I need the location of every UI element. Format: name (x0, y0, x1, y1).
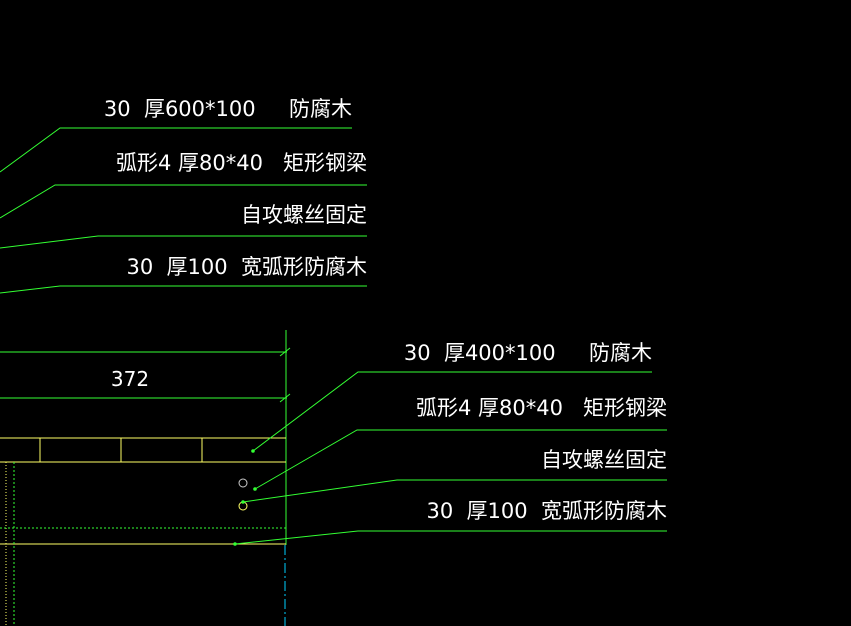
leader-line-top-3 (0, 235, 367, 249)
callout-group-top: 30 厚600*100 防腐木 弧形4 厚80*40 矩形钢梁 自攻螺丝固定 3… (0, 97, 367, 294)
callout-group-bottom: 30 厚400*100 防腐木 弧形4 厚80*40 矩形钢梁 自攻螺丝固定 3… (233, 341, 667, 546)
steel-beam (0, 462, 286, 626)
leader-dot-2 (253, 487, 257, 491)
dimension-tick-lower (279, 393, 291, 403)
leader-dot-1 (251, 449, 255, 453)
dimension-value: 372 (111, 367, 149, 391)
callout-bottom-3: 自攻螺丝固定 (541, 448, 667, 472)
callout-top-1: 30 厚600*100 防腐木 (104, 97, 352, 121)
leader-line-bottom-3 (242, 479, 667, 503)
leader-lines-bottom (234, 371, 667, 545)
leader-line-top-4 (0, 285, 367, 294)
callout-top-4: 30 厚100 宽弧形防腐木 (126, 255, 367, 279)
leader-dot-3 (241, 500, 245, 504)
leader-dots-bottom (233, 449, 257, 546)
timber-deck (0, 437, 286, 626)
leader-line-bottom-4 (234, 530, 667, 545)
callout-top-2: 弧形4 厚80*40 矩形钢梁 (116, 151, 367, 175)
dimension-group: 372 (0, 347, 291, 403)
leader-dot-4 (233, 542, 237, 546)
callout-bottom-1: 30 厚400*100 防腐木 (404, 341, 652, 365)
screw-hole-upper (238, 478, 248, 488)
leader-lines-top (0, 127, 367, 294)
leader-line-bottom-1 (252, 371, 652, 452)
leader-line-top-1 (0, 127, 352, 173)
dimension-tick-upper (279, 347, 291, 357)
callout-bottom-2: 弧形4 厚80*40 矩形钢梁 (416, 396, 667, 420)
callout-bottom-4: 30 厚100 宽弧形防腐木 (426, 499, 667, 523)
callout-top-3: 自攻螺丝固定 (241, 203, 367, 227)
leader-line-bottom-2 (254, 429, 667, 490)
leader-line-top-2 (0, 184, 367, 219)
